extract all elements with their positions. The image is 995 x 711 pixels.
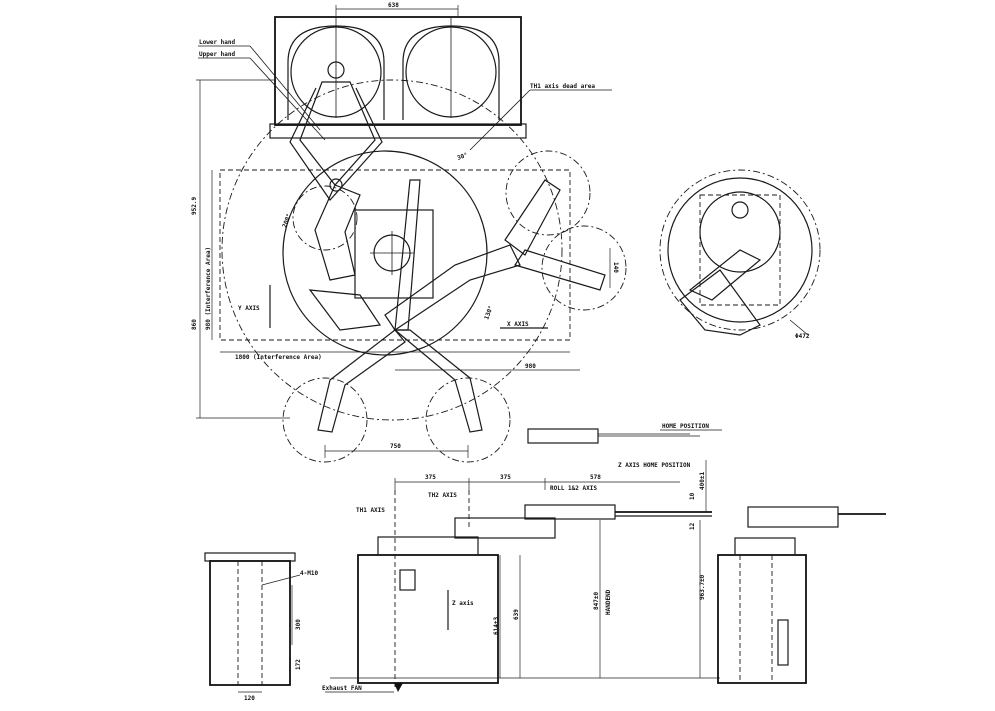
reach-circle-4 xyxy=(425,377,511,463)
dim-375-a: 375 xyxy=(425,474,436,481)
dim-860: 860 xyxy=(191,319,198,330)
reach-circle-2 xyxy=(541,225,627,311)
right-side-view xyxy=(717,506,886,684)
z-axis-label: Z axis xyxy=(452,600,474,607)
interference-area xyxy=(219,169,571,341)
dim-12: 12 xyxy=(689,522,696,530)
angle-130: 130° xyxy=(483,305,495,321)
dim-300: 300 xyxy=(295,619,302,630)
front-elevation: 375 375 578 TH1 AXIS TH2 AXIS ROLL 1&2 A… xyxy=(322,460,720,693)
reach-circle-5 xyxy=(292,185,358,251)
arm-down-left xyxy=(317,329,406,433)
lower-hand-label: Lower hand xyxy=(199,39,236,46)
cassette-base xyxy=(269,123,527,139)
dim-952: 952.9 xyxy=(191,197,198,215)
dim-750: 750 xyxy=(390,443,401,450)
rotation-circle xyxy=(221,79,563,421)
dim-400: 400±1 xyxy=(699,472,706,490)
dim-375-b: 375 xyxy=(500,474,511,481)
dim-120: 120 xyxy=(244,695,255,702)
z-home-label: Z AXIS HOME POSITION xyxy=(618,462,691,469)
cassette-housing xyxy=(274,16,522,126)
x-axis-label: X AXIS xyxy=(507,321,529,328)
home-position-label: HOME POSITION xyxy=(662,423,709,430)
handend-label: HANDEND xyxy=(605,589,612,615)
upper-hand-arm xyxy=(299,81,376,186)
y-axis-label: Y AXIS xyxy=(238,305,260,312)
arm-left xyxy=(314,184,361,281)
dim-980: 980 xyxy=(525,363,536,370)
angle-30: 30° xyxy=(456,152,469,162)
dim-639: 639 xyxy=(513,609,520,620)
dim-614: 614±3 xyxy=(493,617,500,635)
angle-200: 200° xyxy=(281,213,293,229)
exhaust-fan-label: Exhaust FAN xyxy=(322,685,362,692)
base-side-view: 4-M10 300 172 120 xyxy=(204,552,318,702)
reach-circle-1 xyxy=(505,150,591,236)
arm-right xyxy=(384,244,521,331)
th2-axis-label: TH2 AXIS xyxy=(428,492,457,499)
dim-4m10: 4-M10 xyxy=(300,570,318,577)
upper-hand-label: Upper hand xyxy=(199,51,236,58)
end-effector-view: Φ472 xyxy=(659,169,821,340)
dim-638: 638 xyxy=(388,2,399,9)
dim-963: 963.7±0 xyxy=(699,574,706,600)
robot-body xyxy=(357,554,499,684)
robot-base-square xyxy=(354,209,434,299)
home-position-view: HOME POSITION xyxy=(527,423,722,444)
dim-578: 578 xyxy=(590,474,601,481)
dim-472: Φ472 xyxy=(795,333,810,340)
dim-980-interference: 980 (Interference Area) xyxy=(205,247,212,330)
plan-view: 638 952.9 860 xyxy=(191,2,627,463)
dim-140: 140 xyxy=(612,262,619,273)
reach-circle-3 xyxy=(282,377,368,463)
dim-847: 847±0 xyxy=(593,592,600,610)
dim-10: 10 xyxy=(689,492,696,500)
arm-down-right xyxy=(393,329,483,433)
dim-1800-interference: 1800 (Interference Area) xyxy=(235,354,322,361)
dim-172: 172 xyxy=(295,659,302,670)
lower-hand-arm xyxy=(289,87,383,201)
th1-axis-label: TH1 AXIS xyxy=(356,507,385,514)
th1-dead-area-label: TH1 axis dead area xyxy=(530,83,595,90)
roll-axis-label: ROLL 1&2 AXIS xyxy=(550,485,597,492)
